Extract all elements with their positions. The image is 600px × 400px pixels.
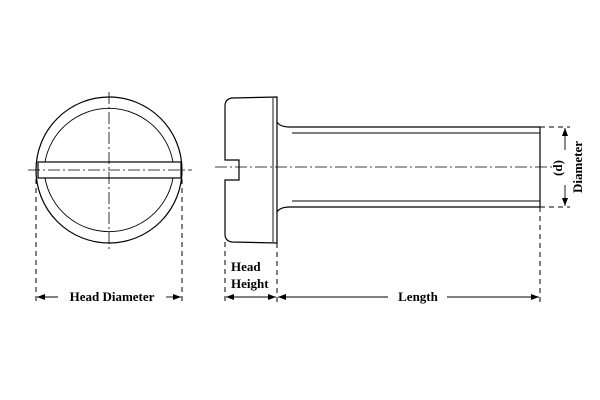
head-height-arrow-right <box>268 294 276 300</box>
head-diameter-label: Head Diameter <box>70 289 155 304</box>
shank-fillet-bottom <box>276 206 291 213</box>
head-diameter-dimension: Head Diameter <box>35 170 183 304</box>
head-end-view <box>28 92 192 250</box>
length-arrow-right <box>531 294 539 300</box>
head-height-label-line1: Head <box>231 259 261 274</box>
length-arrow-left <box>278 294 286 300</box>
screw-head-outline <box>224 96 278 244</box>
diameter-symbol-label: (d) <box>550 160 565 176</box>
diameter-arrow-bottom <box>562 198 568 206</box>
diameter-dimension: (d) Diameter <box>540 126 585 208</box>
diameter-arrow-top <box>562 128 568 136</box>
shank-fillet-top <box>276 121 291 128</box>
head-height-arrow-left <box>226 294 234 300</box>
length-dimension: Length <box>278 207 541 304</box>
length-label: Length <box>398 289 439 304</box>
diameter-label: Diameter <box>570 141 585 193</box>
screw-side-view <box>215 96 552 244</box>
head-height-label-line2: Height <box>231 276 269 291</box>
head-height-dimension: Head Height <box>224 242 278 302</box>
head-diameter-arrow-right <box>173 294 181 300</box>
head-diameter-arrow-left <box>37 294 45 300</box>
